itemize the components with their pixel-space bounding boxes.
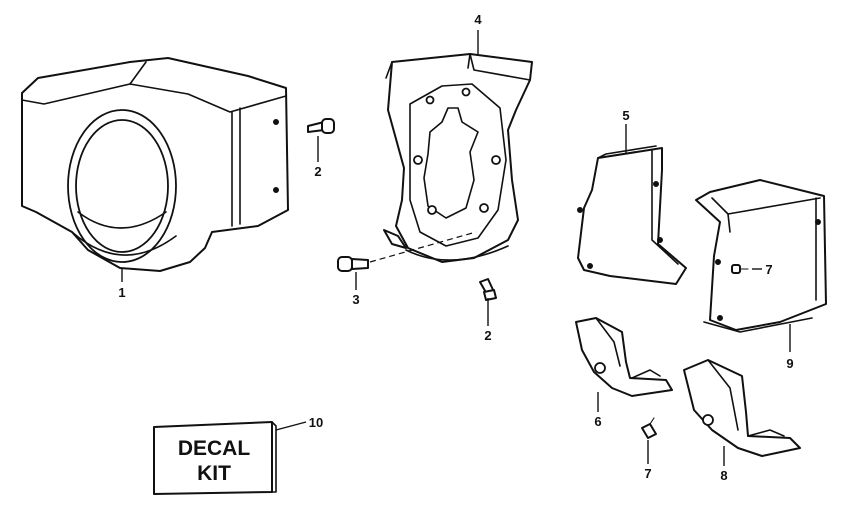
callout-2-upper: 2 <box>314 164 321 179</box>
cylinder-shield-part-9 <box>695 179 827 333</box>
callout-3: 3 <box>352 292 359 307</box>
bolt-part-3 <box>337 231 477 272</box>
callout-7-upper: 7 <box>765 262 772 277</box>
screw-part-7-upper <box>731 264 749 274</box>
decal-kit-line-2: KIT <box>197 462 231 485</box>
leader-lines <box>121 30 791 466</box>
callout-7-lower: 7 <box>644 466 651 481</box>
screw-part-7-lower <box>641 417 657 439</box>
callout-2-lower: 2 <box>484 328 491 343</box>
callout-10: 10 <box>309 415 323 430</box>
callout-1: 1 <box>118 285 125 300</box>
bolt-part-2-upper <box>307 118 335 134</box>
callout-4: 4 <box>474 12 482 27</box>
callout-5: 5 <box>622 108 629 123</box>
lower-shield-part-6 <box>575 317 673 397</box>
blower-housing-part-1 <box>21 57 289 272</box>
backplate-part-4 <box>383 53 533 263</box>
callout-9: 9 <box>786 356 793 371</box>
side-shield-part-5 <box>577 145 687 285</box>
decal-kit-part-10: DECAL KIT <box>153 421 277 495</box>
screw-part-2-lower <box>479 278 497 301</box>
decal-kit-line-1: DECAL <box>178 437 251 460</box>
callout-8: 8 <box>720 468 727 483</box>
lower-shield-part-8 <box>683 359 801 457</box>
callout-6: 6 <box>594 414 601 429</box>
